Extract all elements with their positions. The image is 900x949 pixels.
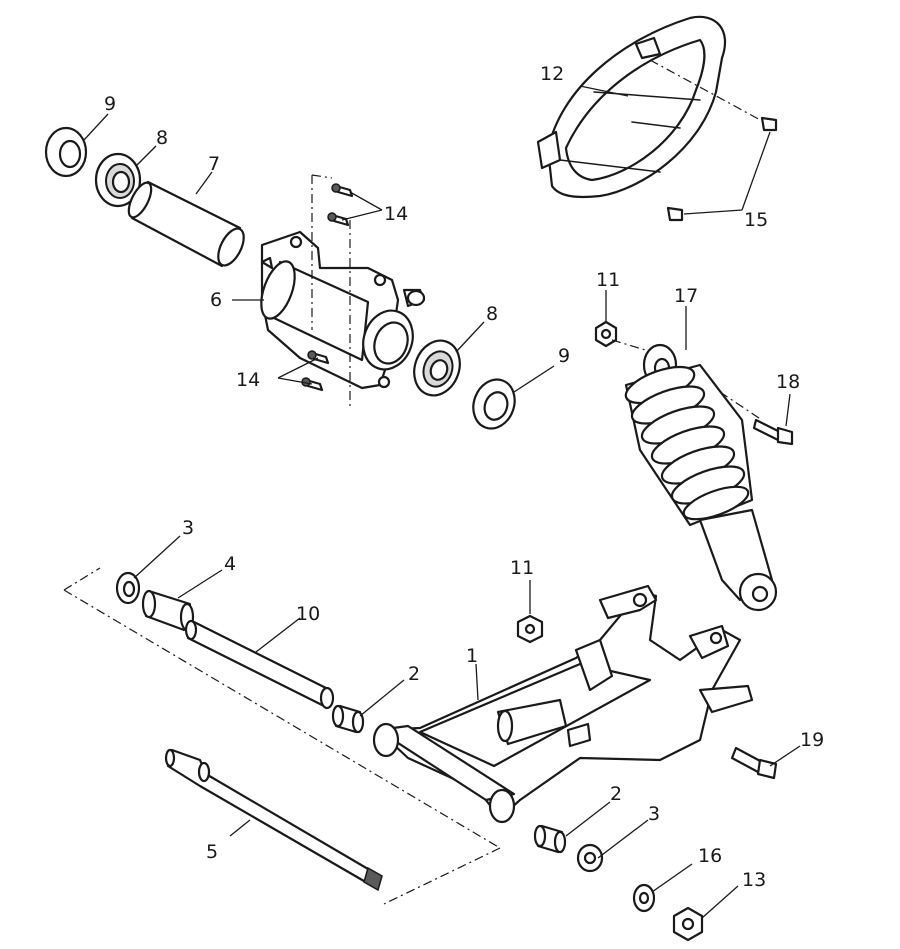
- part-14-bolts: [301, 183, 354, 392]
- callout-9-right: 9: [558, 345, 570, 367]
- part-11-nut-upper: [594, 320, 653, 353]
- callout-8-upper-left: 8: [156, 127, 168, 149]
- callout-9-upper-left: 9: [104, 93, 116, 115]
- leader-lines: [83, 85, 801, 919]
- part-12-guard: [536, 15, 765, 199]
- callout-3-left: 3: [182, 517, 194, 539]
- part-9-seal-left: [44, 126, 88, 178]
- callout-11-upper: 11: [596, 269, 620, 291]
- part-9-seal-right: [472, 378, 516, 430]
- callout-10: 10: [296, 603, 320, 625]
- part-3-washer-right: [576, 843, 604, 873]
- callout-17: 17: [674, 285, 698, 307]
- callout-7: 7: [208, 153, 220, 175]
- callout-19: 19: [800, 729, 824, 751]
- part-10-spacer-tube: [184, 619, 335, 710]
- part-3-washer-left: [115, 571, 141, 605]
- part-11-nut-lower: [516, 614, 544, 644]
- part-7-sleeve: [127, 180, 245, 268]
- callout-11-lower: 11: [510, 557, 534, 579]
- callout-2-lower: 2: [610, 783, 622, 805]
- part-15-screws: [666, 116, 778, 222]
- part-13-nut: [672, 906, 704, 942]
- part-17-shock-absorber: [624, 343, 778, 612]
- part-8-bearing-right: [413, 339, 461, 397]
- callout-14-lower: 14: [236, 369, 260, 391]
- part-2-bushing-left: [331, 704, 365, 734]
- callout-14-upper: 14: [384, 203, 408, 225]
- callout-16: 16: [698, 845, 722, 867]
- part-18-bolt: [719, 391, 794, 446]
- callout-3-right: 3: [648, 803, 660, 825]
- part-16-washer: [632, 883, 656, 913]
- callout-6: 6: [210, 289, 222, 311]
- callout-1: 1: [466, 645, 478, 667]
- part-5-axle: [164, 748, 383, 892]
- callout-5: 5: [206, 841, 218, 863]
- part-4-bushing: [141, 589, 195, 632]
- part-1-swing-arm: [372, 584, 754, 824]
- callout-13: 13: [742, 869, 766, 891]
- callout-4: 4: [224, 553, 236, 575]
- callout-8-right: 8: [486, 303, 498, 325]
- callout-15: 15: [744, 209, 768, 231]
- callout-labels: 9 8 7 14 6 14 8 9 12 15 11 17 18 3 4 10 …: [104, 63, 824, 891]
- callout-2-upper: 2: [408, 663, 420, 685]
- part-6-pivot-housing: [260, 174, 426, 410]
- part-2-bushing-right: [533, 824, 567, 854]
- callout-18: 18: [776, 371, 800, 393]
- callout-12: 12: [540, 63, 564, 85]
- part-8-bearing-left: [94, 152, 142, 208]
- part-19-bolt: [730, 746, 778, 780]
